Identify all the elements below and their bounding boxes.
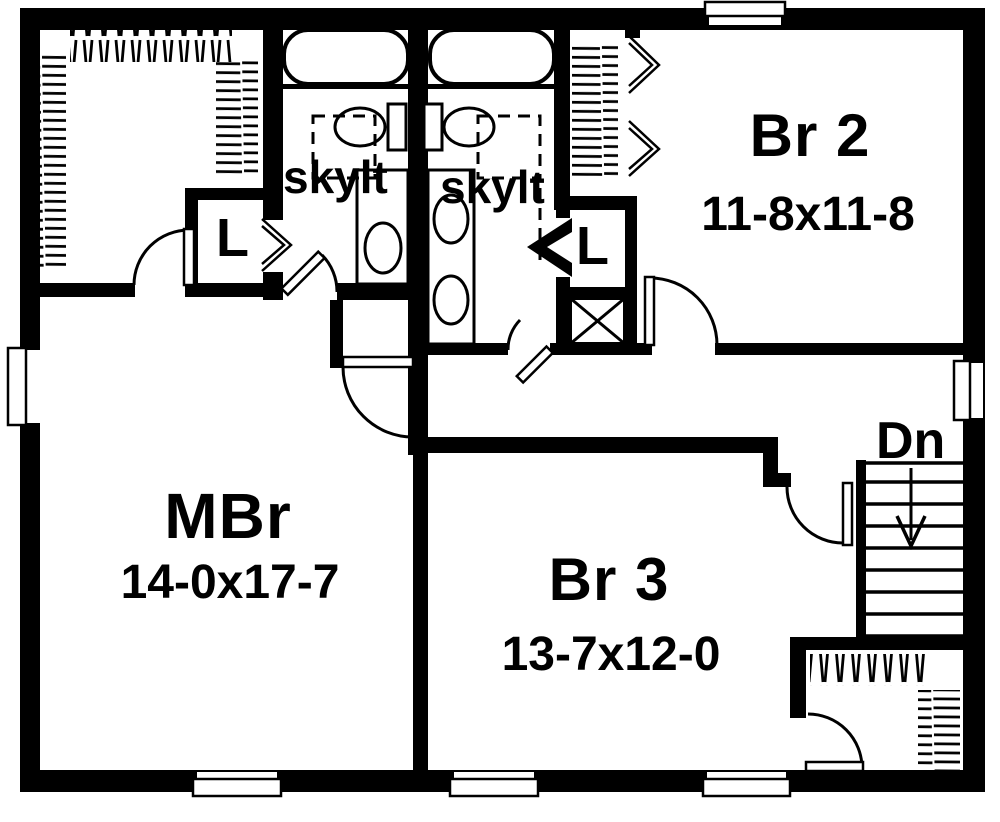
br3-name-label: Br 3 [549, 546, 670, 613]
sink-icon [363, 221, 403, 275]
wall-stair-left [856, 460, 866, 648]
door-bedroom-3 [785, 481, 854, 547]
wall-br3closet-top [790, 637, 963, 650]
wall-linen-left-upper [556, 210, 570, 218]
window-left [6, 346, 40, 427]
window-bottom-mbr [191, 772, 283, 798]
skylight-dashed-icon [476, 114, 542, 180]
wall-br3closet-left [790, 650, 806, 718]
wall-top [20, 8, 985, 30]
door-master-bedroom [341, 355, 415, 439]
bathtub-icon [282, 28, 410, 86]
skylight-label-master-bath: skylt [283, 151, 388, 203]
tub-deck-edge [428, 84, 556, 89]
sink-icon [432, 193, 470, 245]
closet-shelf-hatch-icon [572, 44, 618, 176]
bath-fixtures [282, 28, 556, 346]
window-bottom-br3-right [701, 772, 792, 798]
bathtub-icon [428, 28, 556, 86]
sink-icon [432, 274, 470, 326]
linen-closet-right-label: L [576, 216, 609, 276]
wall-chase-top [556, 287, 637, 298]
wall-hall-a [428, 343, 508, 355]
mbr-dims-label: 14-0x17-7 [121, 556, 340, 609]
wall-wic-bottom-left [20, 283, 135, 297]
br2-name-label: Br 2 [750, 102, 871, 169]
skylights [311, 114, 542, 267]
skylight-label-hall-bath: skylt [440, 161, 545, 213]
door-walkin-closet [132, 227, 196, 287]
wall-mbr-br3 [413, 428, 428, 770]
bifold-br2-closet-top [628, 35, 661, 94]
door-hall-bath [506, 318, 555, 385]
wall-linenleft-top [185, 188, 270, 200]
closet-shelf-hatch-icon [918, 690, 960, 770]
closet-shelf-hatch-icon [26, 55, 66, 269]
wall-between-baths [408, 8, 428, 455]
wall-br2closet-bottom [556, 196, 637, 210]
toilet-icon [333, 102, 408, 152]
wall-wic-bottom-right [185, 283, 283, 297]
wall-hall-c [715, 343, 963, 355]
tub-deck-edge [283, 84, 408, 89]
vanity-master [355, 168, 410, 286]
wall-br3-top [413, 437, 778, 453]
wall-linen-right [625, 196, 637, 355]
bifold-br2-closet-bottom [628, 120, 661, 177]
closet-hatching [26, 28, 960, 770]
br2-dims-label: 11-8x11-8 [701, 188, 915, 241]
br3-dims-label: 13-7x12-0 [502, 628, 721, 681]
door-master-bath [279, 249, 339, 297]
windows [6, 0, 983, 798]
mbr-name-label: MBr [164, 480, 291, 552]
stairs-down-label: Dn [876, 412, 945, 470]
door-br3-closet [804, 712, 865, 773]
toilet-icon [422, 102, 496, 152]
closet-rod-hatch-icon [810, 654, 928, 686]
stairs-down-arrowhead [895, 515, 927, 551]
wall-masterbath-left [263, 8, 283, 220]
wall-br2closet-stub-top [625, 25, 640, 38]
door-bedroom-2 [643, 275, 719, 347]
linen-closet-left-label: L [216, 208, 249, 268]
closet-rod-hatch-icon [70, 28, 232, 62]
window-right [952, 359, 983, 422]
doors [132, 35, 865, 773]
wall-br3-door-jamb [775, 473, 791, 487]
wall-br3-jog [763, 437, 778, 487]
closet-shelf-hatch-icon [216, 58, 258, 178]
bifold-linen-left [261, 218, 293, 272]
wall-hallbath-right [554, 8, 570, 210]
wall-masterbath-bottom [337, 283, 412, 300]
window-top [703, 0, 787, 25]
chase-x-icon [568, 296, 627, 346]
skylight-dashed-icon [311, 114, 377, 180]
stair-treads [866, 462, 963, 640]
stairs [866, 461, 963, 640]
window-bottom-br3-left [448, 772, 540, 798]
door-linen-right-wedge [527, 218, 572, 277]
vanity-hall [426, 168, 476, 346]
room-labels: MBr 14-0x17-7 Br 2 11-8x11-8 Br 3 13-7x1… [121, 102, 946, 681]
wall-mbr-door-jamb [330, 300, 343, 368]
